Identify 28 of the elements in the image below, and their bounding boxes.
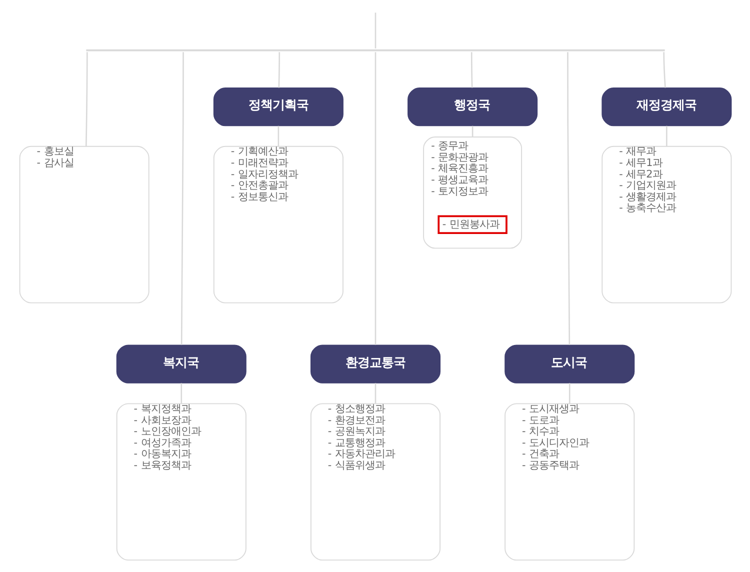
connector: [374, 12, 376, 48]
connector: [470, 52, 472, 88]
connector: [662, 52, 666, 88]
connector: [666, 126, 667, 146]
connector: [374, 52, 376, 345]
node-box: - 청소행정과 - 환경보전과 - 공원녹지과 - 교통행정과 - 자동차관리과 - 식품위생과: [310, 403, 440, 561]
connector: [84, 52, 88, 146]
connector: [568, 383, 570, 404]
node-box: 복지국: [116, 344, 246, 384]
connector: [277, 126, 279, 146]
node-box: 정책기획국: [212, 88, 343, 126]
connector: [471, 126, 473, 137]
node-box: - 재무과 - 세무1과 - 세무2과 - 기업지원과 - 생활경제과 - 농축수산과: [601, 146, 732, 304]
node-box: 재정경제국: [601, 88, 732, 126]
node-box: - 복지정책과 - 사회보장과 - 노인장애인과 - 여성가족과 - 아동복지과 - 보육정책과: [116, 403, 246, 561]
node-box: - 홍보실 - 감사실: [18, 146, 149, 304]
connector: [180, 383, 182, 404]
node-box: - 민원봉사과: [437, 215, 507, 234]
node-box: 도시국: [504, 344, 634, 384]
node-box: 환경교통국: [310, 344, 440, 384]
node-bar: [86, 49, 664, 52]
connector: [180, 52, 184, 345]
connector: [566, 52, 570, 345]
connector: [374, 383, 376, 404]
connector: [278, 52, 280, 88]
node-box: - 기획예산과 - 미래전략과 - 일자리정책과 - 안전총괄과 - 정보통신과: [212, 146, 343, 304]
node-box: - 도시재생과 - 도로과 - 치수과 - 도시디자인과 - 건축과 - 공동주택과: [504, 403, 634, 561]
node-box: 행정국: [407, 88, 538, 126]
